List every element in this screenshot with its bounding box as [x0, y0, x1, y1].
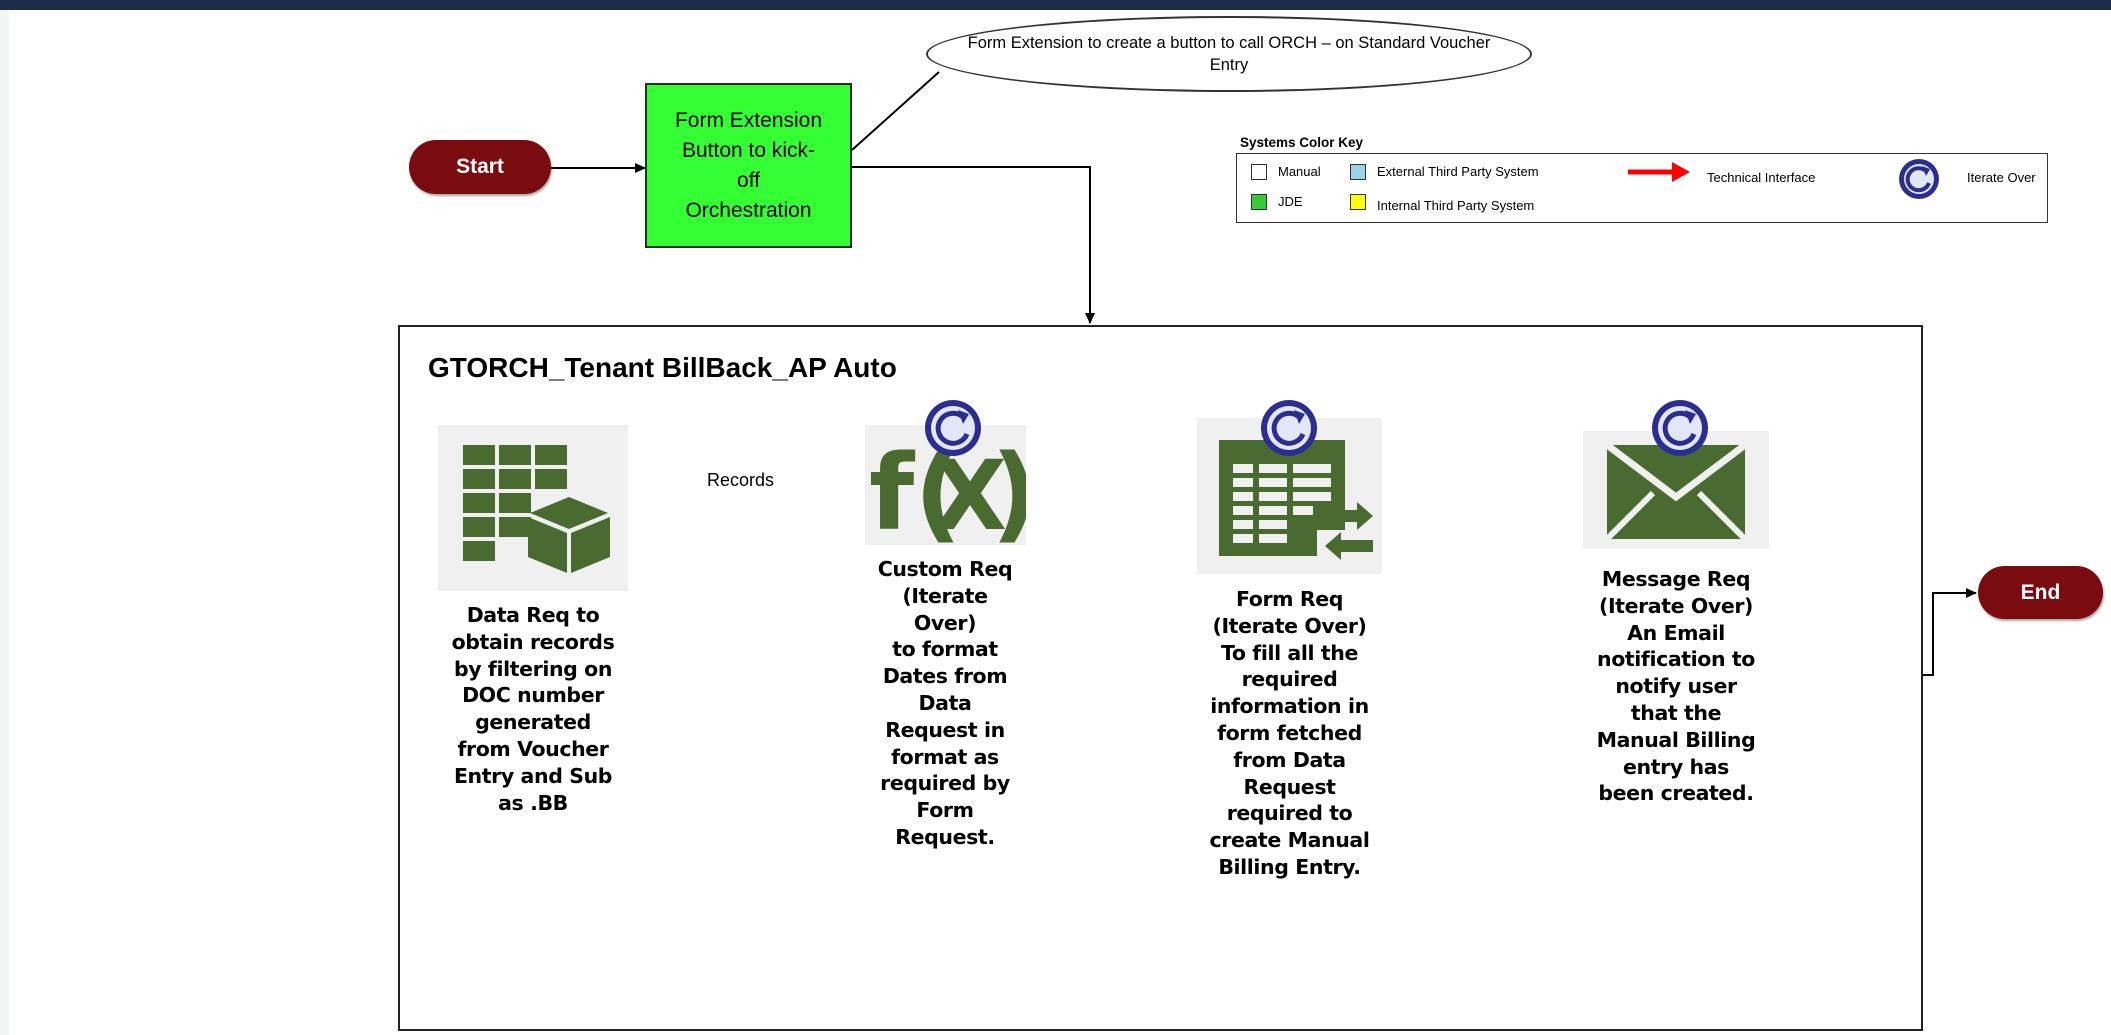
- legend-manual: Manual: [1278, 164, 1321, 179]
- form-extension-box: Form Extension Button to kick- off Orche…: [645, 83, 852, 248]
- diagram-canvas: Start Form Extension Button to kick- off…: [9, 10, 2111, 1035]
- manual-swatch: [1251, 164, 1267, 180]
- iterate-badge-message: [1652, 400, 1708, 456]
- callout-ellipse: Form Extension to create a button to cal…: [926, 16, 1532, 92]
- step-form-text: Form Req (Iterate Over) To fill all the …: [1209, 587, 1370, 879]
- iterate-badge-custom: [925, 400, 981, 456]
- legend-internal: Internal Third Party System: [1377, 198, 1535, 213]
- red-arrow-icon: [1628, 162, 1690, 182]
- svg-text:X: X: [933, 440, 1007, 545]
- legend-external: External Third Party System: [1377, 164, 1539, 179]
- legend-iterate: Iterate Over: [1967, 170, 2036, 185]
- step-data-text: Data Req to obtain records by filtering …: [451, 603, 615, 815]
- jde-swatch: [1251, 194, 1267, 210]
- iterate-icon: [1899, 159, 1939, 199]
- step-custom-text: Custom Req (Iterate Over) to format Date…: [877, 557, 1013, 849]
- function-fx-icon: f( X ): [865, 425, 1039, 554]
- form-to-orch-arrow: [852, 166, 1095, 324]
- step-message-text: Message Req (Iterate Over) An Email noti…: [1596, 567, 1756, 806]
- internal-swatch: [1350, 194, 1366, 210]
- legend-jde: JDE: [1278, 194, 1303, 209]
- callout-leader: [851, 71, 940, 151]
- end-node: End: [1978, 566, 2103, 619]
- end-label: End: [2020, 580, 2061, 604]
- legend-technical: Technical Interface: [1707, 170, 1816, 185]
- legend-title: Systems Color Key: [1240, 135, 1364, 150]
- form-extension-text: Form Extension Button to kick- off Orche…: [674, 108, 823, 222]
- external-swatch: [1350, 164, 1366, 180]
- left-gutter: [0, 10, 9, 1035]
- records-edge-label: Records: [706, 470, 776, 491]
- legend: Manual External Third Party System Techn…: [1236, 153, 2048, 223]
- data-table-icon: [438, 425, 628, 591]
- svg-text:): ): [991, 432, 1026, 545]
- start-label: Start: [456, 155, 504, 178]
- callout-text: Form Extension to create a button to cal…: [967, 34, 1491, 74]
- start-node: Start: [409, 140, 551, 194]
- iterate-badge-form: [1261, 400, 1317, 456]
- orchestration-title: GTORCH_Tenant BillBack_AP Auto: [428, 352, 897, 383]
- header-bar: [0, 0, 2111, 10]
